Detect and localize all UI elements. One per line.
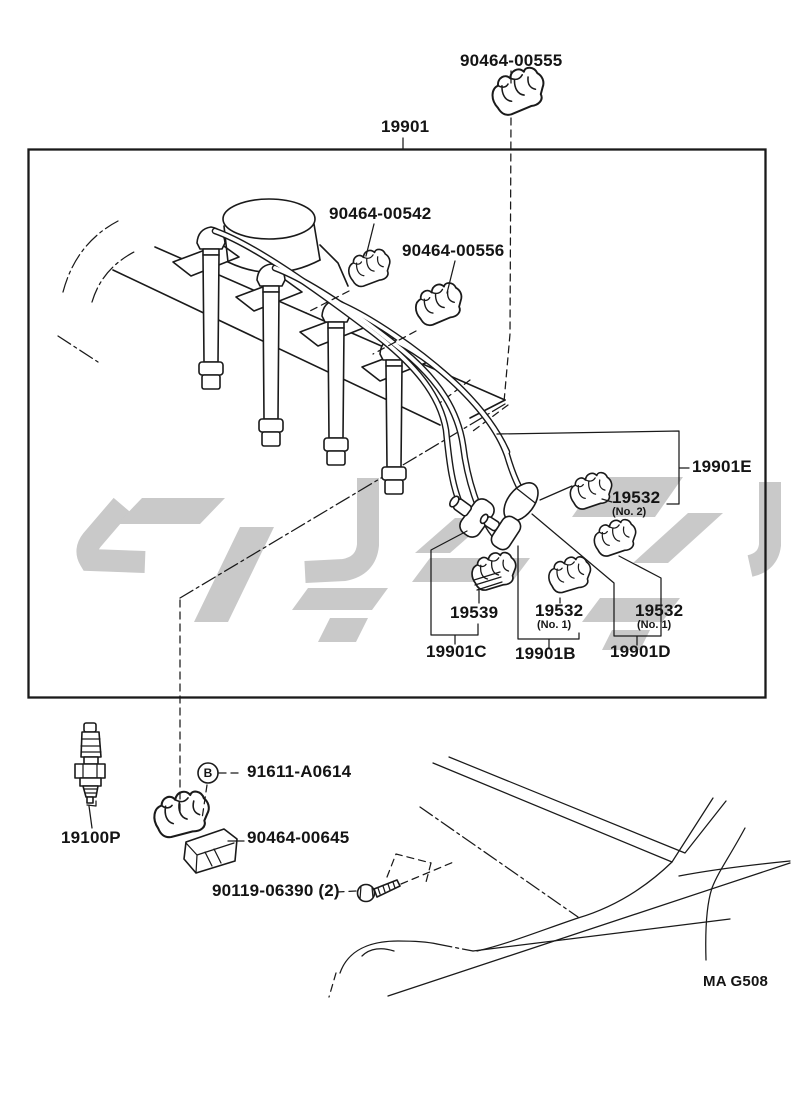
part-label-90464-00555: 90464-00555 xyxy=(460,51,563,70)
engine-block-phantom-outline xyxy=(57,220,509,599)
part-label-19532-no2: 19532 xyxy=(612,488,661,507)
bolt-callout xyxy=(179,599,245,842)
part-label-90464-00556: 90464-00556 xyxy=(402,241,505,260)
diagram-frame-box xyxy=(27,148,767,699)
page-code: MA G508 xyxy=(703,973,769,990)
part-label-90464-00542: 90464-00542 xyxy=(329,204,432,223)
part-label-19532-no1-mid-sub: (No. 1) xyxy=(537,619,572,631)
spark-plug-boots-drawing xyxy=(196,226,409,495)
clamp-19532-no1-right-icon xyxy=(590,515,641,559)
clamp-90464-00555-icon xyxy=(486,62,551,120)
part-label-19901: 19901 xyxy=(381,117,430,136)
clamp-19539-icon xyxy=(468,548,520,593)
part-label-19532-no1-right-sub: (No. 1) xyxy=(637,619,672,631)
part-label-19100P: 19100P xyxy=(61,828,121,847)
clamp-90464-00542-icon xyxy=(344,245,396,290)
callout-b-letter: B xyxy=(203,766,213,780)
part-label-19901D: 19901D xyxy=(610,642,671,661)
part-label-91611-A0614: 91611-A0614 xyxy=(247,762,352,781)
part-label-19532-no1-mid: 19532 xyxy=(535,601,584,620)
car-body-sketch xyxy=(328,756,791,998)
part-label-19532-no1-right: 19532 xyxy=(635,601,684,620)
screw-drawing xyxy=(336,853,457,903)
part-label-19539: 19539 xyxy=(450,603,499,622)
part-label-19901C: 19901C xyxy=(426,642,487,661)
spark-plug-drawing xyxy=(74,722,106,829)
leader-lines xyxy=(305,70,690,649)
part-label-19901E: 19901E xyxy=(692,457,752,476)
part-label-90464-00645: 90464-00645 xyxy=(247,828,350,847)
clamp-90464-00556-icon xyxy=(410,278,468,329)
part-label-19901B: 19901B xyxy=(515,644,576,663)
part-label-19532-no2-sub: (No. 2) xyxy=(612,506,647,518)
part-label-90119-06390: 90119-06390 (2) xyxy=(212,881,340,900)
wire-clamp-drawings xyxy=(150,62,641,874)
clamp-90464-00645-icon xyxy=(150,787,238,874)
wire-end-connectors-drawing xyxy=(449,482,539,551)
